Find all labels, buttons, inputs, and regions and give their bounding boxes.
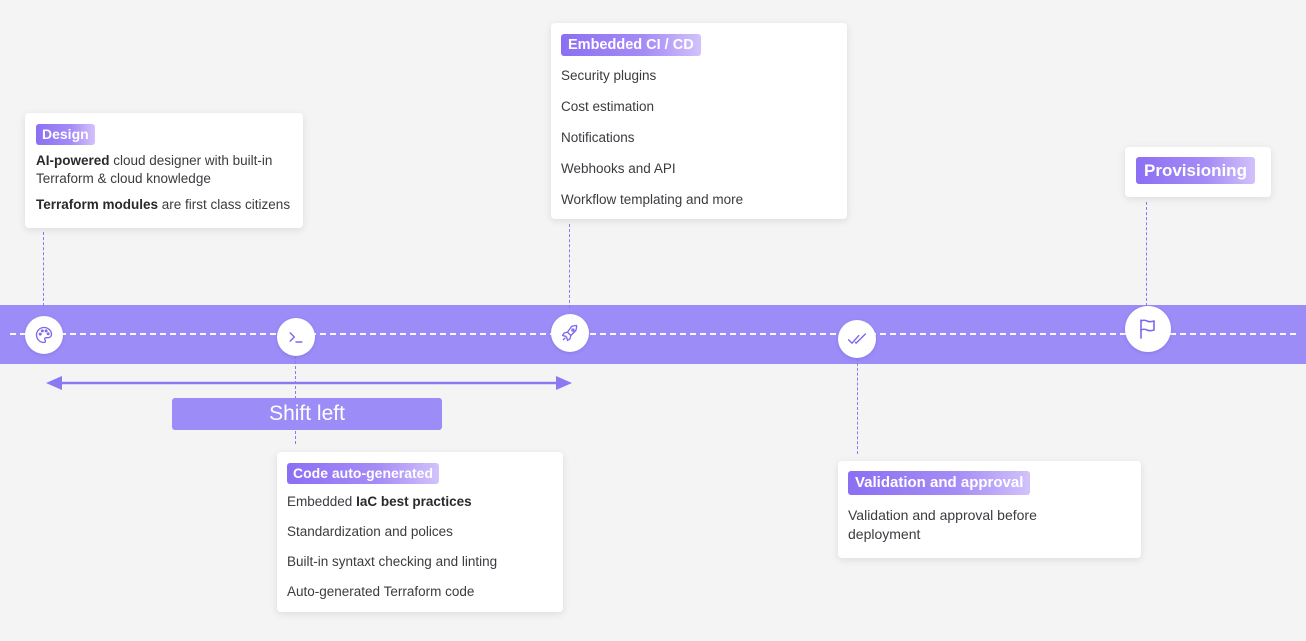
stage-tag-code: Code auto-generated xyxy=(287,463,440,484)
stage-tag-cicd: Embedded CI / CD xyxy=(561,34,701,56)
rocket-icon xyxy=(561,324,578,342)
connector-cicd xyxy=(569,224,570,308)
stage-tag-provisioning: Provisioning xyxy=(1136,157,1255,184)
stage-line-cicd-1: Security plugins xyxy=(561,68,657,83)
stage-line-design-3: Terraform modules are first class citize… xyxy=(36,197,291,212)
stage-node-provisioning xyxy=(1125,306,1171,352)
stage-line-cicd-3: Notifications xyxy=(561,130,635,145)
stage-line-code-4: Auto-generated Terraform code xyxy=(287,584,475,599)
flag-icon xyxy=(1140,319,1155,339)
stage-card-code: Code auto-generated Embedded IaC best pr… xyxy=(277,452,563,612)
stage-line-cicd-2: Cost estimation xyxy=(561,99,655,114)
stage-card-provisioning: Provisioning xyxy=(1125,147,1271,197)
connector-validation xyxy=(857,358,858,454)
palette-icon xyxy=(35,326,53,344)
stage-line-validation-1: Validation and approval before xyxy=(848,507,1037,523)
stage-line-cicd-4: Webhooks and API xyxy=(561,161,676,176)
stage-node-code xyxy=(277,318,315,356)
stage-line-cicd-5: Workflow templating and more xyxy=(561,192,744,207)
stage-line-code-3: Built-in syntaxt checking and linting xyxy=(287,554,498,569)
stage-card-cicd: Embedded CI / CD Security plugins Cost e… xyxy=(551,23,847,219)
terminal-icon xyxy=(289,332,303,343)
stage-card-design: Design AI-powered cloud designer with bu… xyxy=(25,113,303,228)
stage-node-cicd xyxy=(551,314,589,352)
stage-node-design xyxy=(25,316,63,354)
stage-tag-design: Design xyxy=(36,124,95,145)
timeline-dashed-line xyxy=(10,333,1296,335)
connector-provisioning xyxy=(1146,202,1147,306)
stage-line-code-1: Embedded IaC best practices xyxy=(287,494,472,509)
stage-node-validation xyxy=(838,320,876,358)
stage-line-code-2: Standardization and polices xyxy=(287,524,453,539)
connector-design xyxy=(43,232,44,306)
stage-card-validation: Validation and approval Validation and a… xyxy=(838,461,1141,558)
shift-left-label: Shift left xyxy=(172,398,442,430)
stage-tag-validation: Validation and approval xyxy=(848,471,1031,495)
shift-left-arrow xyxy=(46,376,572,390)
double-check-icon xyxy=(847,333,867,344)
stage-line-design-2: Terraform & cloud knowledge xyxy=(36,171,211,186)
stage-line-design-1: AI-powered cloud designer with built-in xyxy=(36,153,273,168)
stage-line-validation-2: deployment xyxy=(848,526,921,542)
